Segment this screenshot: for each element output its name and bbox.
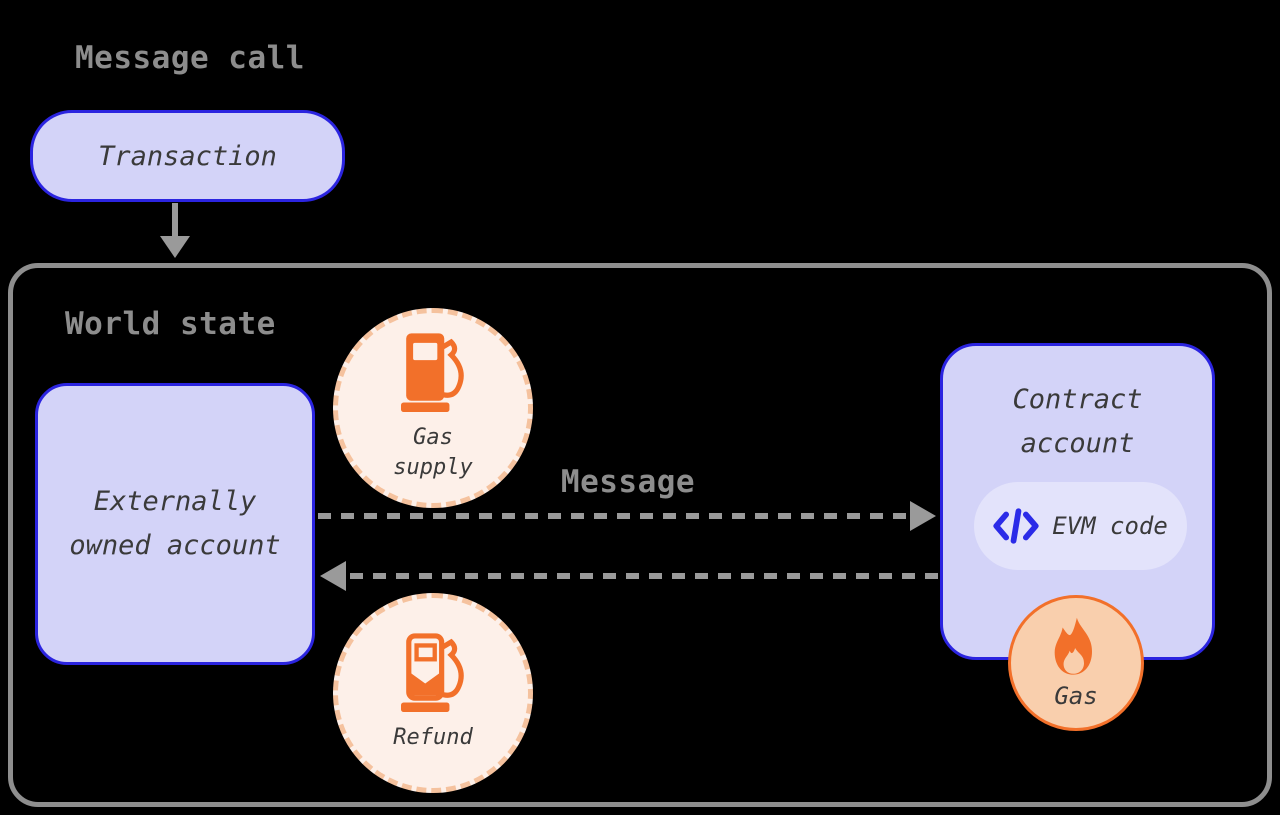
externally-owned-account-node: Externally owned account — [35, 383, 315, 665]
diagram-title: Message call — [75, 40, 305, 76]
refund-label: Refund — [393, 725, 473, 750]
fuel-pump-outline-icon — [401, 633, 464, 713]
gas-node: Gas — [1008, 595, 1144, 731]
refund-node: Refund — [333, 593, 533, 793]
evm-code-label: EVM code — [1052, 512, 1168, 540]
eoa-label-line2: owned account — [69, 530, 281, 561]
eoa-label-line1: Externally — [93, 486, 257, 517]
transaction-node: Transaction — [30, 110, 345, 202]
evm-code-pill: EVM code — [974, 482, 1187, 570]
gas-supply-label-line1: Gas — [413, 425, 453, 450]
contract-label-line2: account — [1020, 428, 1135, 459]
message-label: Message — [560, 464, 696, 500]
gas-label: Gas — [1054, 682, 1098, 710]
gas-supply-node: Gas supply — [333, 308, 533, 508]
world-state-container — [8, 263, 1272, 807]
world-state-label: World state — [65, 306, 276, 342]
contract-label-line1: Contract — [1012, 384, 1143, 415]
gas-supply-label-line2: supply — [393, 455, 473, 480]
flame-icon — [1054, 617, 1092, 675]
arrow-down-icon — [160, 203, 190, 258]
fuel-pump-icon — [401, 333, 464, 413]
code-slash-icon — [993, 508, 1039, 544]
transaction-label: Transaction — [98, 140, 277, 172]
